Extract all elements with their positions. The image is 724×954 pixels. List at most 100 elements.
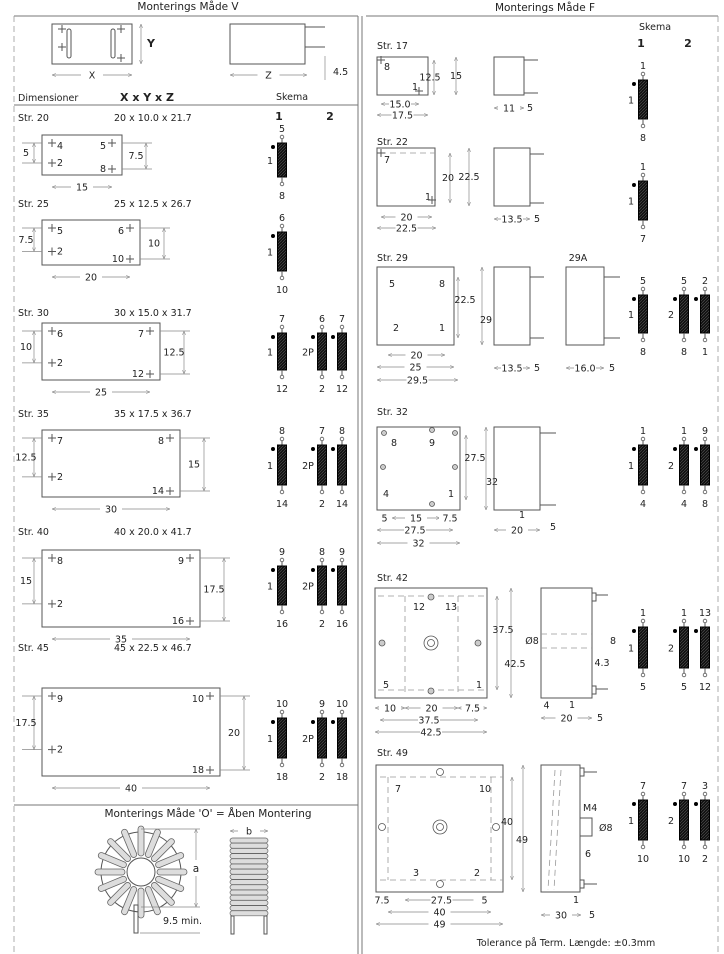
dimension-label: 7.5 <box>442 514 457 525</box>
terminal-tab <box>579 879 585 889</box>
dimension-label: 20 <box>560 714 572 725</box>
label-bg <box>120 782 142 793</box>
pin-label: 5 <box>389 279 395 290</box>
dimension-label: 15 <box>450 71 462 82</box>
pin-label: 8 <box>384 62 390 73</box>
dimension-label: 27.5 <box>464 453 485 464</box>
dimension-label: 29.5 <box>407 376 428 387</box>
dimension-label: 42.5 <box>504 659 525 670</box>
dimension-label: 16.0 <box>574 364 595 375</box>
polarity-dot <box>271 234 275 238</box>
pin-terminal <box>702 672 708 678</box>
dimension-label: 15 <box>188 460 200 471</box>
mounting-hole <box>380 464 386 470</box>
pin-terminal <box>681 844 687 850</box>
pin-number-bottom: 14 <box>276 499 288 510</box>
pin-terminal <box>681 489 687 495</box>
pin-number-bottom: 12 <box>336 384 348 395</box>
dimension-label: 15 <box>76 183 88 194</box>
overview-side-view <box>229 23 306 65</box>
pin-terminal <box>681 436 687 442</box>
pin-terminal <box>339 609 345 615</box>
winding-body <box>337 717 347 759</box>
dimension-label: 37.5 <box>418 716 439 727</box>
polarity-dot <box>694 802 698 806</box>
pin-number-top: 1 <box>681 426 687 437</box>
pin-number-bottom: 18 <box>276 772 288 783</box>
label-bg <box>391 109 414 120</box>
pin-terminal <box>279 709 285 715</box>
dimension-label: 20 <box>442 173 454 184</box>
pin-number-top: 8 <box>339 426 345 437</box>
pin-terminal <box>279 275 285 281</box>
pin-number-top: 1 <box>640 608 646 619</box>
label-bg <box>100 503 122 514</box>
top-view-outline <box>374 587 488 699</box>
polarity-dot <box>632 183 636 187</box>
pin-terminal <box>339 324 345 330</box>
schema-header: Skema <box>276 92 308 103</box>
polarity-dot <box>673 629 677 633</box>
pin-label: 4 <box>57 141 63 152</box>
pin-terminal <box>279 489 285 495</box>
label-bg <box>395 211 418 222</box>
dimension-label: Z <box>265 71 272 82</box>
dimension-label: 30 <box>105 505 117 516</box>
pin-number-top: 1 <box>640 61 646 72</box>
winding-body <box>638 626 648 669</box>
mounting-hole <box>429 427 435 433</box>
pin-label: 2 <box>57 358 63 369</box>
polarity-dot <box>673 802 677 806</box>
polarity-dot <box>694 297 698 301</box>
winding-body <box>317 332 327 371</box>
pin-terminal <box>640 172 646 178</box>
size-dimensions: 30 x 15.0 x 31.7 <box>114 308 192 319</box>
dimension-label: Ø8 <box>525 636 539 647</box>
winding-body <box>337 444 347 486</box>
pin-label: 2 <box>57 745 63 756</box>
toroid-inner <box>126 857 156 887</box>
dimension-label: 10 <box>20 342 32 353</box>
winding-body <box>317 717 327 759</box>
label-bg <box>404 361 427 372</box>
winding-turn-side <box>229 879 269 885</box>
winding-body <box>700 444 710 486</box>
label-bg <box>428 906 451 917</box>
lead-length-label: 9.5 min. <box>163 916 202 927</box>
winding-turn-side <box>229 863 269 870</box>
pin-terminal <box>279 374 285 380</box>
pin-terminal <box>681 286 687 292</box>
size-dimensions: 35 x 17.5 x 36.7 <box>114 409 192 420</box>
label-bg <box>430 894 453 905</box>
pin-number-bottom: 2 <box>319 772 325 783</box>
pin-terminal <box>339 709 345 715</box>
dimension-label: 5 <box>527 103 533 114</box>
pin-number-bottom: 2 <box>319 384 325 395</box>
pin-label: 9 <box>57 694 63 705</box>
pin-number-bottom: 8 <box>681 347 687 358</box>
pin-length-label: 4.5 <box>333 67 348 78</box>
polarity-dot <box>694 447 698 451</box>
winding-turn <box>137 887 145 919</box>
pin-terminal <box>319 557 325 563</box>
winding-turn <box>107 882 131 906</box>
dimension-label: 15 <box>410 514 422 525</box>
polarity-dot <box>331 447 335 451</box>
pin-number-bottom: 10 <box>637 854 649 865</box>
schema-label: 1 <box>628 644 634 655</box>
pin-number-top: 9 <box>319 699 325 710</box>
dimension-label: 10 <box>384 704 396 715</box>
open-mounting-title: Monterings Måde 'O' = Åben Montering <box>104 807 311 820</box>
pin-number-top: 6 <box>279 213 285 224</box>
tolerance-note: Tolerance på Term. Længde: ±0.3mm <box>476 938 656 949</box>
pin-label: 5 <box>383 680 389 691</box>
pin-terminal <box>279 557 285 563</box>
pin-number-top: 1 <box>640 426 646 437</box>
dimension-label: 22.5 <box>454 295 475 306</box>
label-bg <box>428 918 451 929</box>
pin-terminal <box>702 489 708 495</box>
winding-body <box>317 444 327 486</box>
top-view-outline <box>41 219 141 266</box>
size-name: Str. 42 <box>377 573 408 584</box>
schema-label: 1 <box>628 310 634 321</box>
